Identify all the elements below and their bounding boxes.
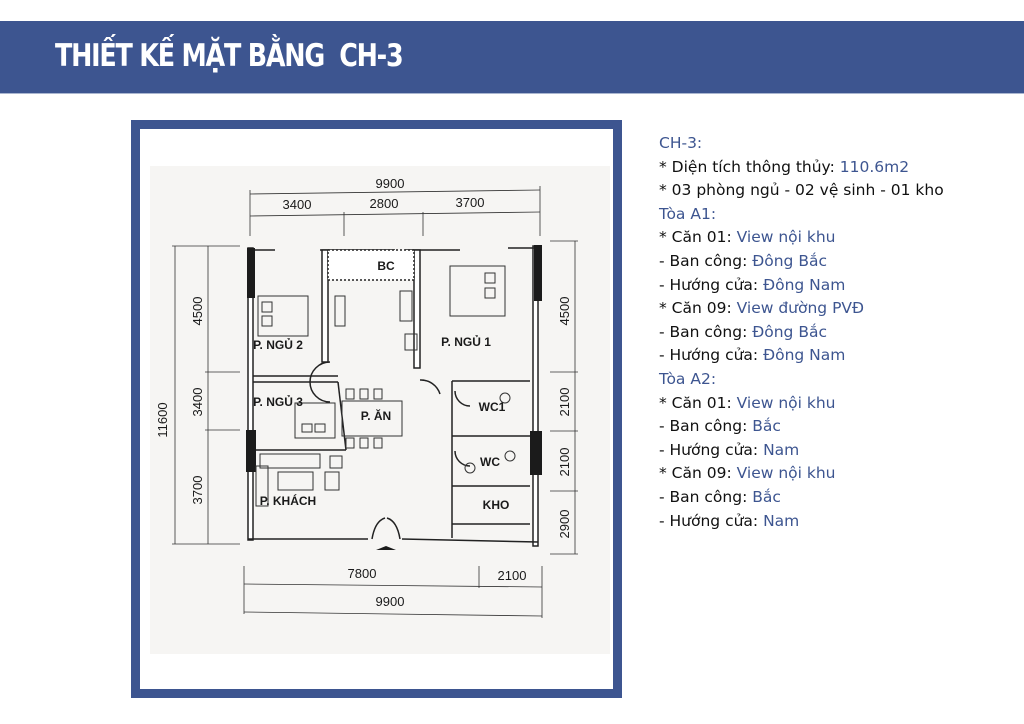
unit-heading: CH-3: bbox=[659, 134, 703, 152]
balcony-direction: Đông Bắc bbox=[752, 322, 827, 341]
unit-view: View nội khu bbox=[736, 393, 836, 412]
bottom-dimension-lines bbox=[243, 566, 543, 618]
door-direction: Đông Nam bbox=[763, 346, 846, 365]
area-value: 110.6m2 bbox=[839, 157, 910, 176]
right-dimension-lines bbox=[550, 240, 578, 555]
a2-unit01-line: * Căn 01: View nội khu bbox=[659, 392, 1019, 416]
door-direction: Nam bbox=[763, 440, 800, 459]
unit-info-panel: CH-3: * Diện tích thông thủy: 110.6m2 * … bbox=[659, 132, 1019, 533]
dim-left-total: 11600 bbox=[155, 402, 170, 437]
unit-label: * Căn 01: bbox=[659, 228, 737, 247]
door-direction: Đông Nam bbox=[763, 275, 846, 294]
unit-label: * Căn 09: bbox=[659, 299, 737, 318]
a1-unit09-line: * Căn 09: View đường PVĐ bbox=[659, 297, 1019, 321]
dim-top-2: 2800 bbox=[370, 196, 399, 211]
a2-unit09-line: * Căn 09: View nội khu bbox=[659, 462, 1019, 486]
room-label-storage: KHO bbox=[483, 498, 510, 512]
rooms-summary: * 03 phòng ngủ - 02 vệ sinh - 01 kho bbox=[659, 181, 944, 200]
balcony-label: - Ban công: bbox=[659, 417, 753, 436]
unit-view: View nội khu bbox=[736, 464, 836, 483]
a1-unit01-door: - Hướng cửa: Đông Nam bbox=[659, 274, 1019, 298]
room-label-balcony: BC bbox=[377, 259, 395, 273]
room-label-wc1: WC1 bbox=[479, 400, 506, 414]
dim-bottom-1: 7800 bbox=[348, 566, 377, 581]
a2-unit01-door: - Hướng cửa: Nam bbox=[659, 439, 1019, 463]
a1-unit01-balcony: - Ban công: Đông Bắc bbox=[659, 250, 1019, 274]
area-label: * Diện tích thông thủy: bbox=[659, 157, 840, 176]
unit-view: View nội khu bbox=[736, 228, 836, 247]
walls bbox=[247, 245, 539, 547]
dim-right-1: 4500 bbox=[557, 297, 572, 326]
floor-plan-drawing: 9900 3400 2800 3700 11600 4500 3400 3700 bbox=[150, 166, 610, 654]
door-label: - Hướng cửa: bbox=[659, 346, 764, 365]
a2-unit09-door: - Hướng cửa: Nam bbox=[659, 510, 1019, 534]
door-label: - Hướng cửa: bbox=[659, 275, 764, 294]
page-title: THIẾT KẾ MẶT BẰNG CH-3 bbox=[55, 38, 404, 74]
structural-columns bbox=[246, 245, 542, 475]
a1-unit09-door: - Hướng cửa: Đông Nam bbox=[659, 344, 1019, 368]
balcony-direction: Bắc bbox=[752, 417, 781, 436]
a2-unit01-balcony: - Ban công: Bắc bbox=[659, 415, 1019, 439]
room-label-bedroom-3: P. NGỦ 3 bbox=[253, 394, 303, 409]
balcony-label: - Ban công: bbox=[659, 322, 753, 341]
dim-right-3: 2100 bbox=[557, 448, 572, 477]
header-bar: THIẾT KẾ MẶT BẰNG CH-3 bbox=[0, 21, 1024, 94]
balcony-direction: Bắc bbox=[752, 487, 781, 506]
a2-unit09-balcony: - Ban công: Bắc bbox=[659, 486, 1019, 510]
a1-unit01-line: * Căn 01: View nội khu bbox=[659, 226, 1019, 250]
dim-top-1: 3400 bbox=[283, 197, 312, 212]
room-label-living: P. KHÁCH bbox=[260, 493, 316, 508]
unit-label: * Căn 09: bbox=[659, 464, 737, 483]
dim-top-3: 3700 bbox=[456, 195, 485, 210]
room-label-wc2: WC bbox=[480, 455, 500, 469]
room-label-bedroom-1: P. NGỦ 1 bbox=[441, 334, 491, 349]
room-label-dining: P. ĂN bbox=[361, 408, 391, 423]
area-line: * Diện tích thông thủy: 110.6m2 bbox=[659, 156, 1019, 180]
room-labels: BC P. NGỦ 1 P. NGỦ 2 P. NGỦ 3 P. ĂN WC1 … bbox=[253, 259, 509, 512]
room-label-bedroom-2: P. NGỦ 2 bbox=[253, 337, 303, 352]
dim-left-2: 3400 bbox=[190, 388, 205, 417]
dim-right-4: 2900 bbox=[557, 510, 572, 539]
door-label: - Hướng cửa: bbox=[659, 511, 764, 530]
door-label: - Hướng cửa: bbox=[659, 440, 764, 459]
balcony-label: - Ban công: bbox=[659, 487, 753, 506]
dim-left-3: 3700 bbox=[190, 476, 205, 505]
dim-bottom-2: 2100 bbox=[498, 568, 527, 583]
entrance-marker-icon bbox=[376, 546, 396, 550]
left-dimension-lines bbox=[172, 245, 240, 545]
dim-top-total: 9900 bbox=[376, 176, 405, 191]
furniture bbox=[255, 265, 516, 507]
unit-view: View đường PVĐ bbox=[736, 299, 865, 318]
dim-bottom-total: 9900 bbox=[376, 594, 405, 609]
dim-right-2: 2100 bbox=[557, 388, 572, 417]
door-direction: Nam bbox=[763, 511, 800, 530]
dim-left-1: 4500 bbox=[190, 297, 205, 326]
floor-plan-svg: 9900 3400 2800 3700 11600 4500 3400 3700 bbox=[155, 176, 578, 618]
tower-a1-heading: Tòa A1: bbox=[659, 204, 717, 223]
floor-plan-frame: 9900 3400 2800 3700 11600 4500 3400 3700 bbox=[131, 120, 622, 698]
top-dimension-lines bbox=[249, 186, 541, 236]
unit-label: * Căn 01: bbox=[659, 393, 737, 412]
balcony-label: - Ban công: bbox=[659, 251, 753, 270]
balcony-direction: Đông Bắc bbox=[752, 251, 827, 270]
tower-a2-heading: Tòa A2: bbox=[659, 369, 717, 388]
a1-unit09-balcony: - Ban công: Đông Bắc bbox=[659, 321, 1019, 345]
